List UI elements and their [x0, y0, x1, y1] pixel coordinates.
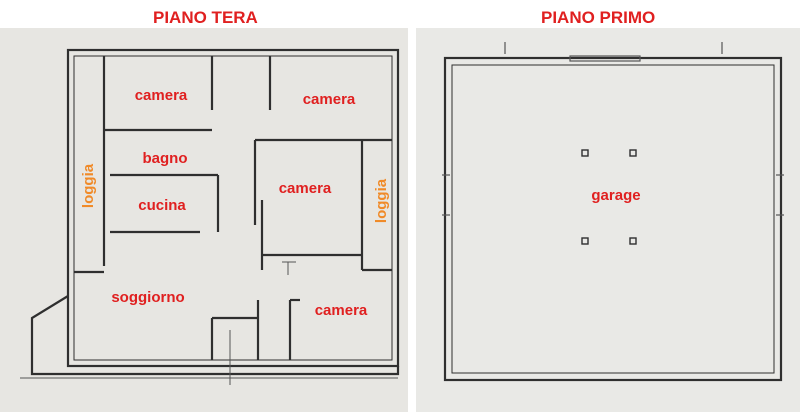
first-floor-walls — [443, 56, 783, 382]
ground-floor-details — [20, 261, 398, 385]
room-label-camera-bottom: camera — [315, 302, 368, 319]
room-label-camera-middle: camera — [279, 180, 332, 197]
room-label-bagno: bagno — [143, 150, 188, 167]
first-floor-plan: garage — [416, 28, 800, 412]
first-floor-details — [442, 42, 784, 216]
first-floor-title: PIANO PRIMO — [541, 8, 656, 27]
ground-floor-plan: camera camera bagno cucina camera loggia… — [0, 28, 408, 412]
first-floor-paper — [416, 28, 800, 412]
room-label-garage: garage — [591, 187, 640, 204]
ground-floor-title: PIANO TERA — [153, 8, 258, 27]
ground-floor-walls — [30, 48, 400, 376]
room-label-loggia-right: loggia — [373, 178, 390, 223]
first-floor-pillars — [581, 149, 637, 245]
room-label-cucina: cucina — [138, 197, 186, 214]
ground-floor-paper — [0, 28, 408, 412]
room-label-camera-top-right: camera — [303, 91, 356, 108]
room-label-camera-top-left: camera — [135, 87, 188, 104]
room-label-loggia-left: loggia — [80, 163, 97, 208]
room-label-soggiorno: soggiorno — [111, 289, 184, 306]
